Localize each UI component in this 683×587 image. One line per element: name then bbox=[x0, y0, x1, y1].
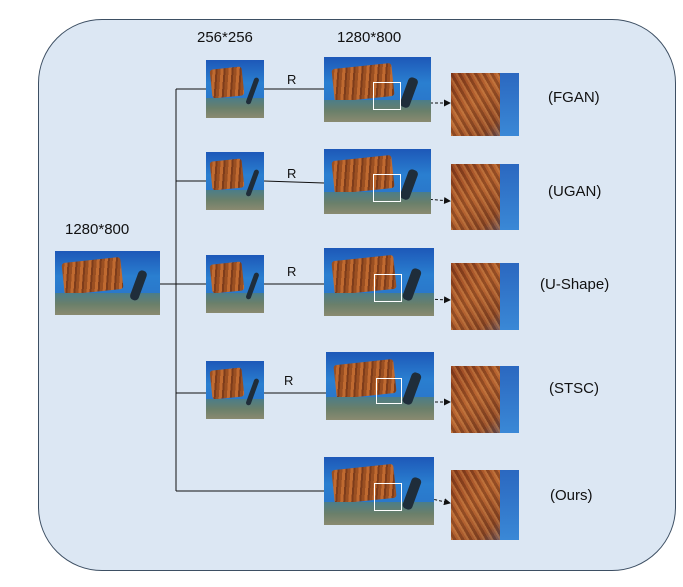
output-image-2 bbox=[324, 149, 431, 214]
method-label-1: (FGAN) bbox=[548, 89, 600, 106]
resize-label-1: R bbox=[287, 72, 297, 87]
method-label-5: (Ours) bbox=[550, 487, 593, 504]
low-res-image-3 bbox=[206, 255, 264, 313]
resize-label-4: R bbox=[284, 373, 294, 388]
output-image-3 bbox=[324, 248, 434, 316]
method-label-3: (U-Shape) bbox=[540, 276, 610, 293]
high-res-size-label: 1280*800 bbox=[337, 29, 402, 46]
input-image bbox=[55, 251, 160, 315]
method-label-4: (STSC) bbox=[549, 380, 599, 397]
low-res-image-4 bbox=[206, 361, 264, 419]
low-res-size-label: 256*256 bbox=[197, 29, 253, 46]
resize-line-2 bbox=[263, 180, 325, 184]
output-image-4 bbox=[326, 352, 434, 420]
zoom-crop-1 bbox=[451, 73, 519, 136]
low-res-image-1 bbox=[206, 60, 264, 118]
resize-label-2: R bbox=[287, 166, 297, 181]
output-image-1 bbox=[324, 57, 431, 122]
method-label-2: (UGAN) bbox=[548, 183, 602, 200]
input-size-label: 1280*800 bbox=[65, 221, 130, 238]
zoom-crop-5 bbox=[451, 470, 519, 540]
zoom-crop-2 bbox=[451, 164, 519, 230]
output-image-5 bbox=[324, 457, 434, 525]
zoom-crop-4 bbox=[451, 366, 519, 433]
low-res-image-2 bbox=[206, 152, 264, 210]
zoom-crop-3 bbox=[451, 263, 519, 330]
resize-label-3: R bbox=[287, 264, 297, 279]
